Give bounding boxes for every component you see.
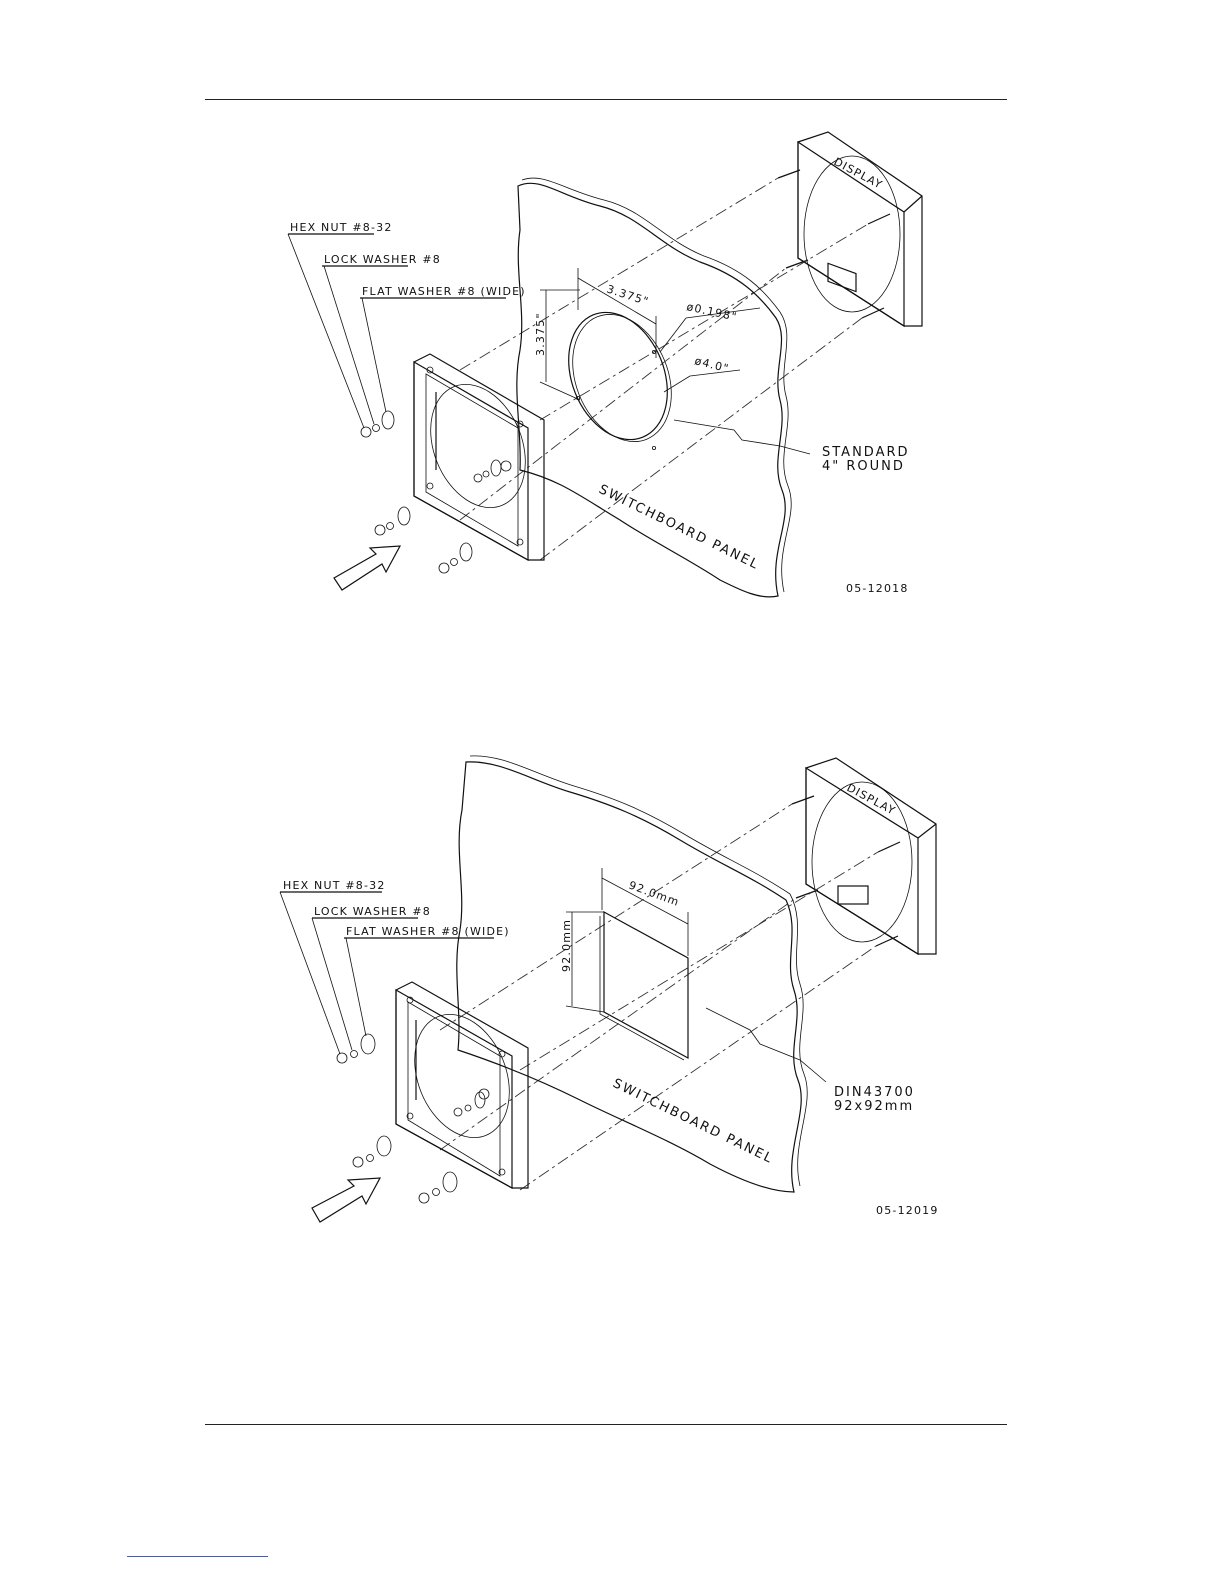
dim-vertical-label: 3.375" [534,312,547,356]
figure-round-cutout: DISPLAY SWITCHBOARD PANEL 3.375" 3.375" … [0,100,1224,660]
dimension-lines: 92.0mm 92.0mm DIN43700 92x92mm [560,868,915,1114]
drawing-number: 05-12018 [846,582,909,595]
fastener-stack-bottom-right [419,1172,457,1203]
cutout-note-line2: 92x92mm [834,1099,914,1114]
cutout-note-line2: 4" ROUND [822,459,905,474]
panel-label: SWITCHBOARD PANEL [596,482,762,573]
lock-washer-label: LOCK WASHER #8 [324,253,441,266]
figure-square-cutout: DISPLAY SWITCHBOARD PANEL 92.0mm 92.0mm … [0,730,1224,1290]
flat-washer-label: FLAT WASHER #8 (WIDE) [346,925,510,938]
cutout-note-line1: STANDARD [822,445,910,460]
flat-washer-label: FLAT WASHER #8 (WIDE) [362,285,526,298]
part-callouts: HEX NUT #8-32 LOCK WASHER #8 FLAT WASHER… [288,221,526,428]
panel-label: SWITCHBOARD PANEL [610,1076,776,1167]
fastener-stack-bottom-right [439,543,472,573]
round-cutout [551,298,690,457]
part-callouts: HEX NUT #8-32 LOCK WASHER #8 FLAT WASHER… [280,879,510,1054]
display-studs [792,796,900,946]
hex-nut-label: HEX NUT #8-32 [283,879,386,892]
footer-rule [205,1424,1007,1425]
fastener-stack-inner [474,460,501,482]
dimension-lines: 3.375" 3.375" ø0.198" ø4.0" STANDARD 4" … [534,268,910,474]
square-cutout [600,912,688,1060]
insertion-arrow-icon [312,1178,380,1222]
fastener-stack-bottom-left [375,507,410,535]
cutout-note-line1: DIN43700 [834,1085,915,1100]
display-label: DISPLAY [845,781,898,818]
fastener-stack-top-left [361,411,394,437]
fastener-stack-bottom-left [353,1136,391,1167]
mounting-diagram-round: DISPLAY SWITCHBOARD PANEL 3.375" 3.375" … [0,100,1224,660]
dim-horizontal-label: 3.375" [605,282,651,308]
dim-vertical-label: 92.0mm [560,919,573,972]
display-label: DISPLAY [832,155,885,192]
hole-diameter-label: ø0.198" [685,300,738,323]
hex-nut-label: HEX NUT #8-32 [290,221,393,234]
footer-link-underline [127,1556,268,1557]
lock-washer-label: LOCK WASHER #8 [314,905,431,918]
fastener-stack-inner [454,1092,485,1116]
mounting-diagram-square: DISPLAY SWITCHBOARD PANEL 92.0mm 92.0mm … [0,730,1224,1290]
fastener-stack-top-left [337,1034,375,1063]
bezel-frame [396,982,528,1188]
switchboard-panel: SWITCHBOARD PANEL [457,756,807,1192]
drawing-number: 05-12019 [876,1204,939,1217]
insertion-arrow-icon [334,546,400,590]
display-unit: DISPLAY [778,132,922,326]
cutout-diameter-label: ø4.0" [693,354,730,375]
bezel-frame [413,354,544,560]
display-unit: DISPLAY [792,758,936,954]
switchboard-panel: SWITCHBOARD PANEL [517,178,791,597]
